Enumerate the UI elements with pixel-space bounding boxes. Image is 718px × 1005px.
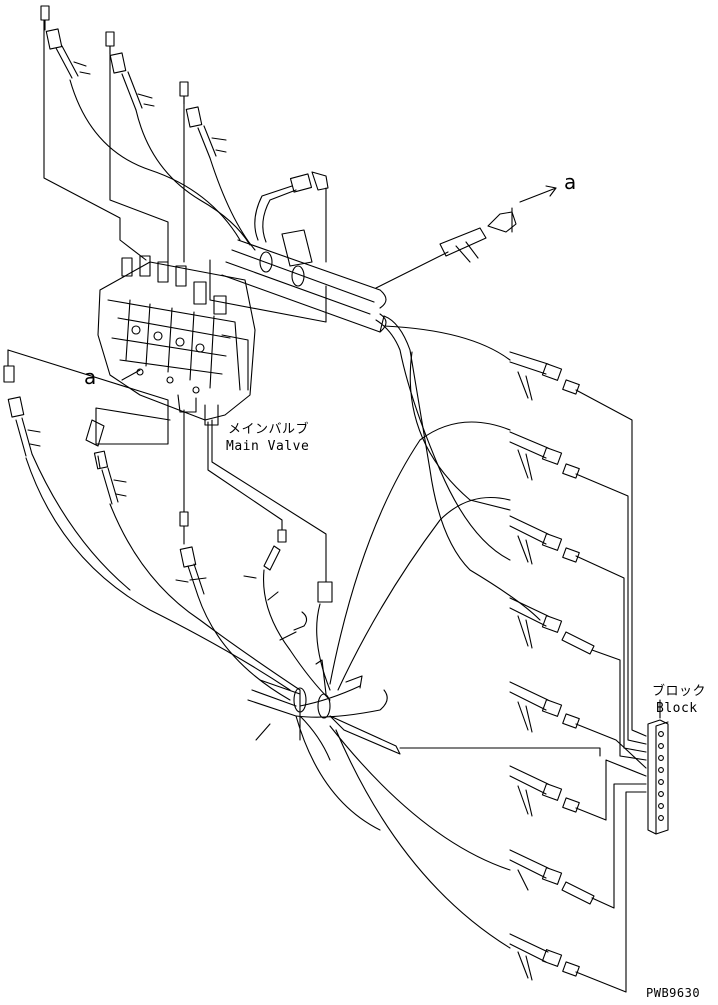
upper-hose-bundle — [209, 171, 557, 333]
block-label-en: Block — [656, 701, 698, 716]
right-fittings — [509, 351, 595, 981]
leader-lines — [121, 369, 279, 601]
main-valve-label-en: Main Valve — [226, 439, 310, 454]
arrow-a-right-label: a — [564, 170, 577, 194]
lower-hose-bundle — [247, 659, 601, 949]
block-label-jp: ブロック — [652, 684, 707, 699]
right-routing-lines — [329, 315, 541, 691]
top-pilot-lines — [40, 5, 256, 263]
left-pilot-lines — [3, 349, 301, 691]
main-valve — [97, 255, 256, 426]
drawing-code: PWB9630 — [646, 986, 701, 1000]
main-valve-label-jp: メインバルブ — [228, 422, 310, 437]
arrow-a-left-label: a — [84, 365, 97, 389]
lower-pilot-lines — [175, 409, 333, 701]
block-lines — [575, 389, 647, 993]
distribution-block — [647, 699, 669, 835]
